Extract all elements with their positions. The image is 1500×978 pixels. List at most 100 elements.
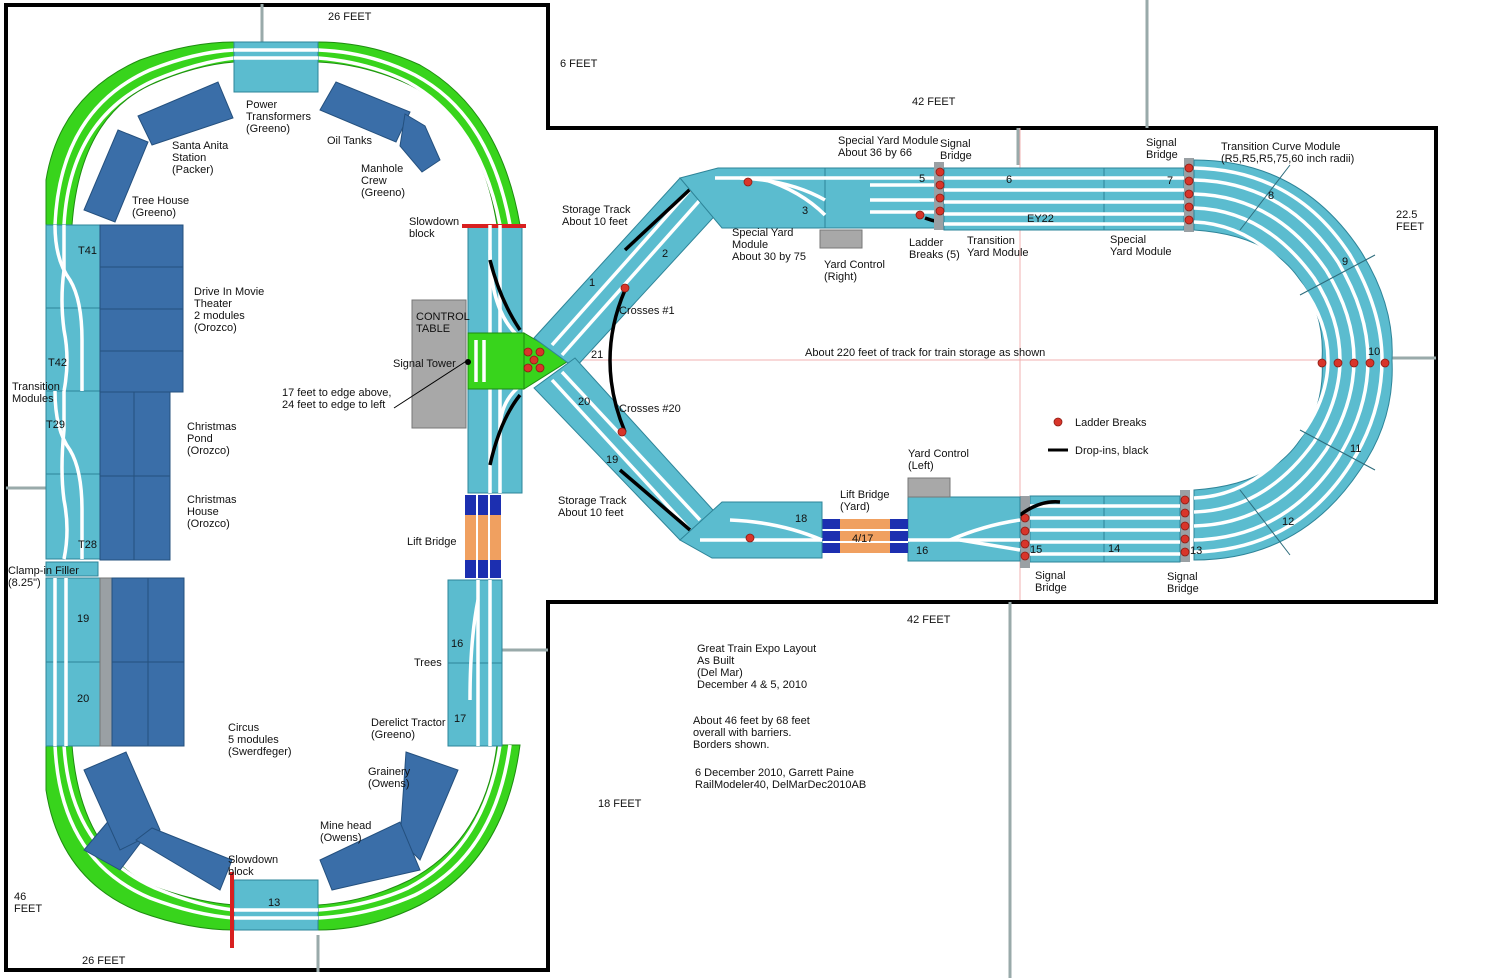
num-19r: 19	[606, 454, 618, 466]
num-t41: T41	[78, 245, 97, 257]
label-tree-house: Tree House(Greeno)	[132, 195, 189, 219]
label-lift-bridge-num: 4/17	[852, 533, 873, 545]
label-trees: Trees	[414, 657, 442, 669]
num-7: 7	[1167, 175, 1173, 187]
num-12: 12	[1282, 516, 1294, 528]
label-derelict: Derelict Tractor(Greeno)	[371, 717, 446, 741]
num-10: 10	[1368, 346, 1380, 358]
label-storage-note: About 220 feet of track for train storag…	[805, 347, 1045, 359]
label-ey22: EY22	[1027, 213, 1054, 225]
barriers	[4, 0, 1438, 978]
label-transition-curve: Transition Curve Module(R5,R5,R5,75,60 i…	[1221, 141, 1354, 165]
bottom-yard	[679, 477, 1021, 562]
num-5: 5	[919, 173, 925, 185]
top-straight-yard	[934, 158, 1194, 232]
label-oil-tanks: Oil Tanks	[327, 135, 373, 147]
num-15: 15	[1030, 544, 1042, 556]
num-20r: 20	[578, 396, 590, 408]
label-legend-dropins: Drop-ins, black	[1075, 445, 1149, 457]
label-lift-bridge-yard: Lift Bridge(Yard)	[840, 489, 890, 513]
label-yard-control-left: Yard Control(Left)	[908, 448, 969, 472]
label-crosses20: Crosses #20	[619, 403, 681, 415]
num-13: 13	[268, 897, 280, 909]
num-6: 6	[1006, 174, 1012, 186]
label-clamp-filler: Clamp-in Filler(8.25")	[8, 565, 79, 589]
dim-bottom-left: 26 FEET	[82, 955, 126, 967]
lift-bridge-left	[465, 495, 501, 578]
num-8: 8	[1268, 190, 1274, 202]
num-20: 20	[77, 693, 89, 705]
transition-modules	[45, 224, 101, 577]
dim-right-notch: 6 FEET	[560, 58, 598, 70]
label-mine-head: Mine head(Owens)	[320, 820, 371, 844]
legend	[1048, 417, 1068, 452]
num-21: 21	[591, 349, 603, 361]
top-curve	[45, 41, 521, 226]
top-buildings	[83, 81, 459, 891]
label-crosses1: Crosses #1	[619, 305, 675, 317]
label-grainery: Grainery(Owens)	[368, 766, 411, 790]
bottom-straight-yard	[1010, 490, 1190, 568]
top-yard	[679, 167, 976, 249]
num-2: 2	[662, 248, 668, 260]
num-16: 16	[451, 638, 463, 650]
num-17: 17	[454, 713, 466, 725]
dim-top-left: 26 FEET	[328, 11, 372, 23]
label-legend-ladder: Ladder Breaks	[1075, 417, 1147, 429]
num-11: 11	[1350, 443, 1361, 455]
label-edge-note: 17 feet to edge above,24 feet to edge to…	[282, 387, 391, 411]
label-signal-tower: Signal Tower	[393, 358, 456, 370]
control-table	[411, 299, 467, 429]
dim-middle-top: 42 FEET	[912, 96, 956, 108]
dim-middle-bottom: 42 FEET	[907, 614, 951, 626]
modules-16-17	[447, 579, 503, 747]
num-t28: T28	[78, 539, 97, 551]
turnaround-curve	[1193, 159, 1393, 561]
num-19: 19	[77, 613, 89, 625]
num-3: 3	[802, 205, 808, 217]
num-1: 1	[589, 277, 595, 289]
num-13r: 13	[1190, 545, 1202, 557]
num-18: 18	[795, 513, 807, 525]
dim-bottom-right: 18 FEET	[598, 798, 642, 810]
num-14: 14	[1108, 543, 1120, 555]
bottom-curve	[45, 744, 521, 931]
left-oval-right-column	[462, 224, 571, 494]
num-9: 9	[1342, 256, 1348, 268]
legend-ladder-dot	[1053, 417, 1063, 427]
label-lift-bridge-left: Lift Bridge	[407, 536, 457, 548]
circus-modules	[45, 577, 185, 747]
drive-in-buildings	[99, 224, 184, 561]
label-yard-control-right: Yard Control(Right)	[824, 259, 885, 283]
num-t29: T29	[46, 419, 65, 431]
